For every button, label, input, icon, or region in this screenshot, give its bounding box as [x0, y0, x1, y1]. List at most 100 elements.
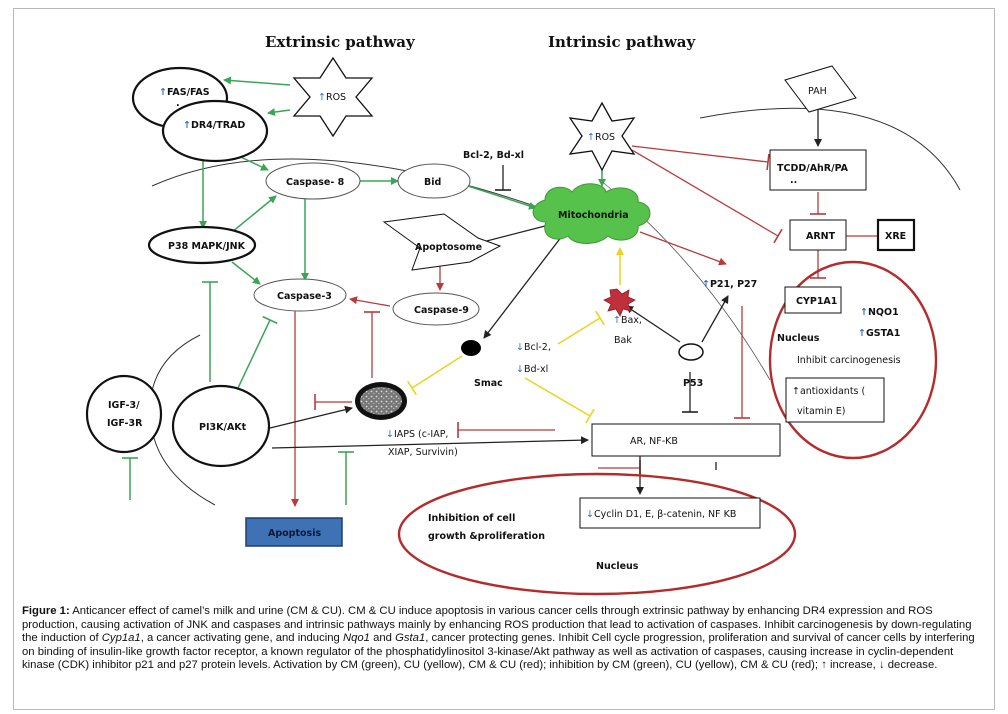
apoptosis-box	[245, 517, 343, 547]
p21p27-label: ↑P21, P27	[702, 279, 757, 290]
inhibit-bcl2-bax	[557, 310, 605, 345]
xre-box	[876, 218, 916, 252]
inhibit-pi3k-caspase3	[237, 315, 278, 389]
ar-nfkb-label: AR, NF-KB	[630, 436, 678, 447]
caspase9-node	[392, 292, 480, 326]
igf-label-1: IGF-3/	[108, 400, 140, 411]
bcl2-bdxl-top-label: Bcl-2, Bd-xl	[463, 150, 524, 161]
caption-gene-nqo1: Nqo1	[342, 632, 370, 645]
tcdd-dots: ..	[790, 175, 797, 186]
caption-text-2: , a cancer activating gene, and inducing	[140, 632, 343, 645]
caption-text-4: , cancer protecting genes. Inhibit Cell …	[22, 632, 975, 672]
cell-membrane-curve	[151, 158, 561, 216]
inhibit-smac-iap	[407, 355, 463, 396]
arrow-bid-mito	[467, 185, 537, 210]
arrow-p38-caspase8	[231, 195, 277, 233]
nucleus-bottom-label: Nucleus	[596, 561, 639, 572]
ros-intrinsic-star	[568, 101, 636, 172]
p38-node	[147, 225, 257, 265]
cyp1a1-box	[784, 286, 842, 314]
mitochondria-node	[532, 183, 651, 244]
bax-node	[603, 288, 636, 317]
inhibit-ros-arnt	[631, 149, 783, 244]
pi3k-label: PI3K/AKt	[199, 422, 247, 433]
arrow-mito-p21	[639, 231, 727, 266]
cell-membrane-curve-right	[699, 107, 961, 191]
antioxidants-label-2: vitamin E)	[797, 406, 845, 417]
p38-label: P38 MAPK/JNK	[168, 241, 246, 252]
pah-node	[784, 65, 857, 113]
caspase8-label: Caspase- 8	[286, 177, 345, 188]
p53-node	[678, 343, 704, 361]
caption-gene-gsta1: Gsta1	[395, 632, 426, 645]
arrow-p38-caspase3	[231, 261, 261, 285]
inhibit-bcl2-ar	[524, 377, 595, 424]
cyp1a1-label: CYP1A1	[796, 296, 837, 307]
ros-intrinsic-label: ↑ROS	[587, 132, 615, 143]
fas-label: ↑FAS/FAS	[159, 87, 210, 98]
dr4-node	[161, 99, 269, 163]
inhibit-ros-tcdd	[631, 145, 770, 171]
cyclin-box	[579, 497, 761, 529]
nqo1-label: ↑NQO1	[860, 307, 899, 318]
inhibition-label-2: growth &proliferation	[428, 531, 545, 542]
nucleus-right-ring	[768, 260, 938, 460]
tcdd-box	[769, 149, 867, 191]
caspase3-label: Caspase-3	[277, 291, 332, 302]
mitochondria-label: Mitochondria	[558, 210, 629, 221]
pi3k-node	[171, 384, 271, 468]
bcl2-mid-label: ↓Bcl-2,	[516, 342, 551, 353]
bid-node	[397, 163, 471, 199]
caspase3-node	[253, 278, 347, 312]
arrow-p53-bax	[625, 305, 681, 343]
cyclin-label: ↓Cyclin D1, E, β-catenin, NF KB	[586, 509, 736, 520]
p53-label: P53	[683, 378, 703, 389]
inhibit-carcinogenesis-label: Inhibit carcinogenesis	[797, 355, 901, 366]
iap-node	[360, 387, 402, 415]
inhibition-label-1: Inhibition of cell	[428, 513, 515, 524]
igf-node	[85, 374, 163, 454]
pah-label: PAH	[808, 86, 827, 97]
caspase9-label: Caspase-9	[414, 305, 469, 316]
igf-label-2: IGF-3R	[107, 418, 143, 429]
caption-text-3: and	[369, 632, 396, 645]
tcdd-label: TCDD/AhR/PA	[777, 163, 849, 174]
arrow-pi3k-iap	[269, 405, 353, 429]
apoptosome-label: Apoptosome	[415, 242, 482, 253]
dr4-label: ↑DR4/TRAD	[183, 120, 245, 131]
intrinsic-heading: Intrinsic pathway	[548, 33, 697, 51]
caption-label: Figure 1:	[22, 605, 70, 617]
figure-caption: Figure 1: Anticancer effect of camel’s m…	[22, 605, 982, 673]
ar-nfkb-box	[591, 423, 781, 457]
iaps-label-1: ↓IAPS (c-IAP,	[386, 429, 448, 440]
bdxl-mid-label: ↓Bd-xl	[516, 364, 548, 375]
extrinsic-heading: Extrinsic pathway	[265, 33, 416, 51]
bak-label: Bak	[614, 335, 632, 346]
xre-label: XRE	[885, 231, 906, 242]
gsta1-label: ↑GSTA1	[858, 328, 900, 339]
smac-node	[461, 340, 481, 356]
apoptosis-label: Apoptosis	[268, 528, 321, 539]
caption-text-1: Anticancer effect of camel’s milk and ur…	[22, 605, 972, 645]
caption-gene-cyp1a1: Cyp1a1	[101, 632, 141, 645]
arrow-p53-p21	[701, 295, 729, 343]
arnt-label: ARNT	[806, 231, 836, 242]
iaps-label-2: XIAP, Survivin)	[388, 447, 458, 458]
antioxidants-label-1: ↑antioxidants (	[792, 386, 865, 397]
arrow-ros-dr4	[267, 108, 291, 117]
bax-label: ↑Bax,	[613, 315, 642, 326]
antioxidants-box	[785, 377, 885, 423]
apoptosome-node	[382, 213, 502, 271]
arrow-mito-smac	[483, 235, 563, 339]
arnt-box	[789, 219, 847, 251]
nucleus-bottom-ring	[397, 472, 797, 596]
arrow-caspase9-caspase3	[349, 296, 391, 307]
bid-label: Bid	[424, 177, 441, 188]
arrow-ros-fas	[223, 76, 291, 86]
ros-extrinsic-label: ↑ROS	[318, 92, 346, 103]
nucleus-right-label: Nucleus	[777, 333, 820, 344]
arrow-pi3k-ar	[271, 436, 589, 449]
fas-dot: .	[176, 98, 180, 109]
smac-label: Smac	[474, 378, 503, 389]
